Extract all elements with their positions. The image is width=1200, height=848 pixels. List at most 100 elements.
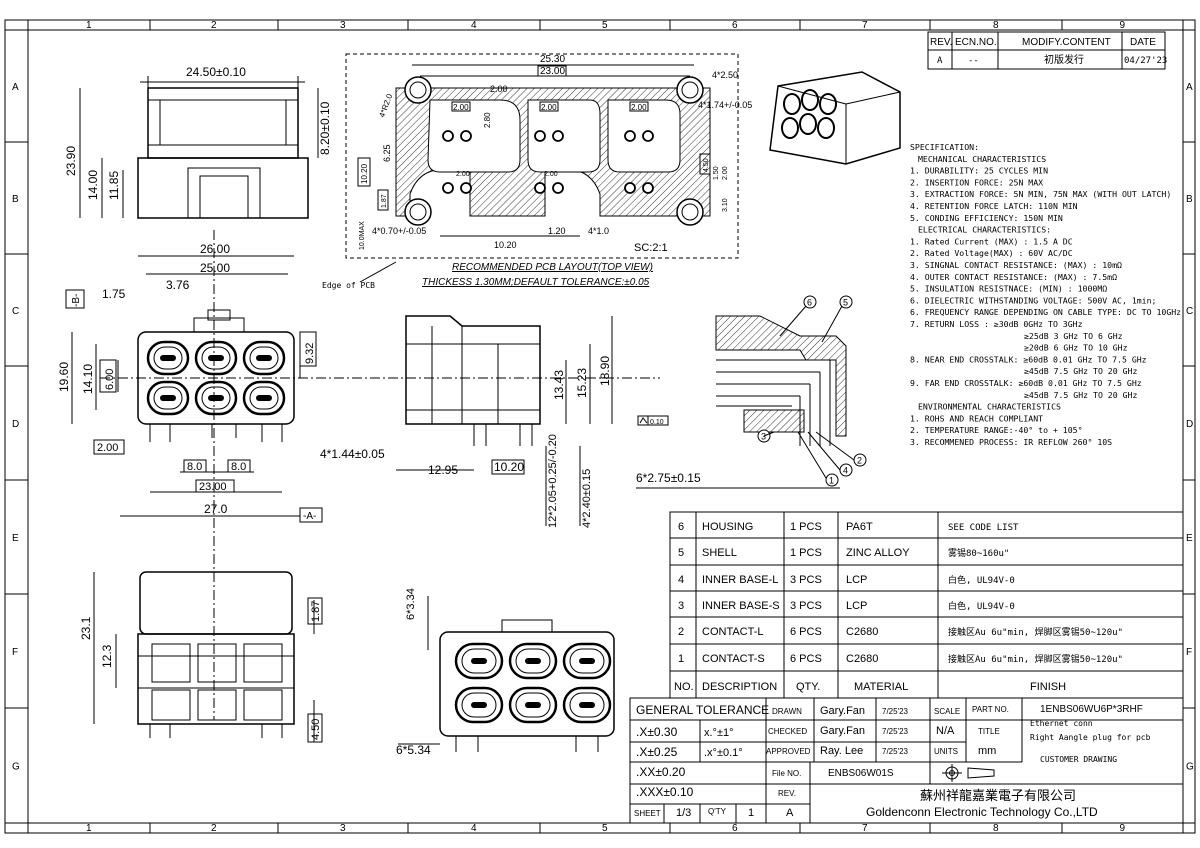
file-label: File NO. [772, 769, 801, 778]
pcb-hole-icon [442, 130, 454, 142]
bom-cell: SEE CODE LIST [948, 523, 1019, 533]
border-col-label: 6 [732, 20, 738, 31]
port-icon [817, 117, 835, 139]
pcb-dim-2-00-d: 2.00 [631, 103, 647, 112]
pcb-dim-3-10: 3.10 [722, 198, 729, 212]
part-label: PART NO. [972, 705, 1009, 714]
spec-line: 3. EXTRACTION FORCE: 5N MIN, 75N MAX (WI… [910, 189, 1171, 199]
tol-x: .X±0.30 [636, 725, 678, 739]
border-row-label: D [1186, 419, 1193, 430]
callout-number: 5 [843, 298, 848, 308]
dim-12-2-05: 12*2.05+0.25/-0.20 [547, 434, 559, 528]
pcb-dim-0-70: 4*0.70+/-0.05 [372, 226, 426, 236]
border-col-label: 3 [340, 823, 346, 834]
border-row-label: C [12, 306, 19, 317]
port-icon [454, 642, 504, 680]
inner-frame [27, 29, 1184, 824]
title-label: TITLE [978, 727, 1000, 736]
dim-14-10: 14.10 [81, 364, 95, 394]
checked-label: CHECKED [768, 727, 807, 736]
projection-symbol-icon [942, 764, 995, 782]
dim-1-75: 1.75 [102, 287, 126, 301]
bom-cell: 白色, UL94V-0 [948, 600, 1015, 612]
datum-a [299, 507, 323, 523]
scale-value: N/A [936, 725, 955, 737]
bom-header-cell: FINISH [1030, 681, 1066, 693]
pcb-dim-23-00: 23.00 [540, 66, 565, 77]
rev-letter: A [786, 807, 794, 819]
port-icon [799, 113, 817, 135]
bom-cell: LCP [846, 574, 867, 586]
bom-cell: INNER BASE-S [702, 600, 780, 612]
qty-value: 1 [748, 807, 754, 819]
bom-cell: ZINC ALLOY [846, 547, 910, 559]
pcb-dim-1-50: 1.50 [713, 166, 720, 180]
bom-cell: LCP [846, 600, 867, 612]
border-col-label: 4 [471, 20, 477, 31]
callout-number: 2 [857, 456, 862, 466]
callout-balloon-icon [803, 295, 817, 309]
front-view: 26.00 25.00 1.75 3.76 -B- 19.60 14.10 6.… [57, 230, 660, 720]
front-view-2: 6*3.34 6*5.34 [396, 588, 615, 757]
title-block: GENERAL TOLERANCE .X±0.30 .X±0.25 .XX±0.… [629, 697, 1184, 824]
spec-line: 1. Rated Current (MAX) : 1.5 A DC [910, 236, 1073, 246]
spec-line: MECHANICAL CHARACTERISTICS [918, 154, 1046, 164]
spec-line: ≥20dB 6 GHz TO 10 GHz [1024, 343, 1128, 353]
pcb-dim-2-00-g: 2.00 [544, 171, 558, 178]
border-col-label: 6 [732, 823, 738, 834]
scale-label: SCALE [934, 707, 960, 716]
dim-6-3-34: 6*3.34 [405, 588, 417, 620]
dim-8-20: 8.20±0.10 [318, 101, 332, 155]
dim-8-0-right: 8.0 [231, 461, 246, 473]
pcb-dim-2-80: 2.80 [483, 112, 492, 128]
border-col-label: 1 [86, 823, 92, 834]
bom-header-cell: QTY. [796, 681, 820, 693]
bom-cell: 接触区Au 6u"min, 焊脚区雾锡50~120u" [948, 653, 1123, 665]
tol-xx: .XX±0.20 [636, 765, 686, 779]
specification-block: SPECIFICATION:MECHANICAL CHARACTERISTICS… [910, 142, 1181, 447]
pcb-hole-icon [460, 182, 472, 194]
port-icon [146, 340, 190, 376]
border-row-label: G [12, 762, 20, 773]
units-label: UNITS [934, 747, 958, 756]
dim-top-width: 24.50±0.10 [186, 65, 246, 79]
dim-6-5-34: 6*5.34 [396, 743, 431, 757]
pcb-dim-2-00-f: 2.00 [456, 171, 470, 178]
spec-line: 2. TEMPERATURE RANGE:-40° to + 105° [910, 425, 1083, 435]
date-header: DATE [1130, 37, 1156, 48]
bom-cell: CONTACT-S [702, 653, 765, 665]
pcb-dim-1-20: 1.20 [548, 226, 566, 236]
spec-line: ≥45dB 7.5 GHz TO 20 GHz [1024, 390, 1137, 400]
company-cn: 蘇州祥龍嘉業電子有限公司 [920, 788, 1076, 803]
pcb-dim-10-20-v: 10.20 [360, 163, 369, 184]
dim-1-87: 1.87 [310, 601, 322, 622]
border-row-label: E [12, 533, 19, 544]
datum-b-label: -B- [71, 294, 82, 307]
iso-ports [781, 89, 837, 139]
bom-cell: 1 [678, 653, 684, 665]
pcb-dim-4-50: 4.50 [703, 158, 710, 172]
bom-cell: HOUSING [702, 521, 753, 533]
gen-tol-label: GENERAL TOLERANCE [636, 703, 769, 717]
border-row-label: A [12, 82, 19, 93]
bom-cell: INNER BASE-L [702, 574, 778, 586]
border-col-label: 5 [602, 823, 608, 834]
bom-cell: 白色, UL94V-0 [948, 574, 1015, 586]
bom-cell: 2 [678, 626, 684, 638]
dim-12-3: 12.3 [100, 644, 114, 668]
pcb-hole-icon [624, 130, 636, 142]
spec-line: 9. FAR END CROSSTALK: ≥60dB 0.01 GHz TO … [910, 378, 1142, 388]
drawn-date: 7/25'23 [882, 707, 909, 716]
bom-cell: 1 PCS [790, 521, 822, 533]
drawn-name: Gary.Fan [820, 705, 865, 717]
spec-line: 4. RETENTION FORCE LATCH: 110N MIN [910, 201, 1078, 211]
border-row-label: A [1186, 82, 1193, 93]
company-en: Goldenconn Electronic Technology Co.,LTD [866, 805, 1098, 819]
bom-cell: 5 [678, 547, 684, 559]
bom-cell: 6 PCS [790, 653, 822, 665]
pcb-dim-6-25: 6.25 [382, 144, 392, 162]
sheet-label: SHEET [634, 809, 661, 818]
border-col-label: 8 [993, 823, 999, 834]
dim-10-20: 10.20 [494, 460, 524, 474]
